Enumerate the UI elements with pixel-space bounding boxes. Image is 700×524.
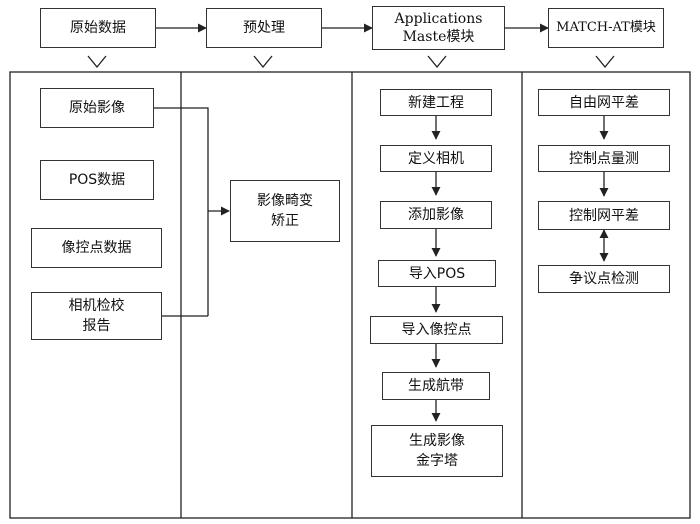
connector-raw-image: [154, 107, 209, 316]
chevron-down-icon: [427, 55, 447, 69]
node-image-distortion-correction: 影像畸变 矫正: [230, 180, 340, 242]
header-preprocess: 预处理: [206, 8, 322, 48]
node-label: 生成影像 金字塔: [409, 433, 465, 469]
node-step-3: 添加影像: [380, 201, 492, 229]
node-step-4: 导入POS: [378, 260, 496, 287]
node-label: 导入像控点: [401, 322, 472, 338]
chevron-down-icon: [595, 55, 615, 69]
node-raw-image: 原始影像: [40, 88, 154, 128]
node-label: 定义相机: [408, 150, 464, 167]
chevron-down-icon: [253, 55, 273, 69]
header-applications-master: Applications Maste模块: [372, 6, 505, 50]
node-label: 像控点数据: [61, 240, 132, 256]
node-control-point-data: 像控点数据: [31, 228, 162, 268]
node-match-step-2: 控制点量测: [538, 145, 670, 172]
node-label: 相机检校 报告: [68, 298, 125, 334]
header-raw-data: 原始数据: [40, 8, 156, 48]
header-match-at: MATCH-AT模块: [548, 8, 664, 48]
node-step-1: 新建工程: [380, 89, 492, 116]
node-label: POS数据: [68, 172, 126, 188]
node-match-step-1: 自由网平差: [538, 89, 670, 116]
node-label: 自由网平差: [569, 94, 639, 111]
node-match-step-3: 控制网平差: [538, 201, 670, 230]
node-pos-data: POS数据: [40, 160, 154, 200]
node-label: 影像畸变 矫正: [257, 193, 313, 229]
node-label: 原始影像: [69, 100, 125, 116]
node-step-5: 导入像控点: [370, 316, 503, 344]
node-label: 控制点量测: [569, 150, 639, 167]
node-label: 争议点检测: [569, 271, 639, 287]
header-label: Applications Maste模块: [394, 11, 483, 45]
header-label: MATCH-AT模块: [556, 20, 656, 35]
node-match-step-4: 争议点检测: [538, 265, 670, 293]
node-label: 生成航带: [408, 378, 464, 394]
node-label: 添加影像: [408, 207, 464, 223]
node-step-7: 生成影像 金字塔: [371, 425, 503, 477]
node-step-2: 定义相机: [380, 145, 492, 172]
node-label: 导入POS: [408, 265, 466, 282]
node-camera-calibration-report: 相机检校 报告: [31, 292, 162, 340]
header-label: 预处理: [243, 20, 285, 36]
node-label: 控制网平差: [569, 207, 639, 224]
header-label: 原始数据: [70, 20, 126, 36]
node-step-6: 生成航带: [382, 372, 490, 400]
node-label: 新建工程: [408, 94, 464, 111]
chevron-down-icon: [87, 55, 107, 69]
